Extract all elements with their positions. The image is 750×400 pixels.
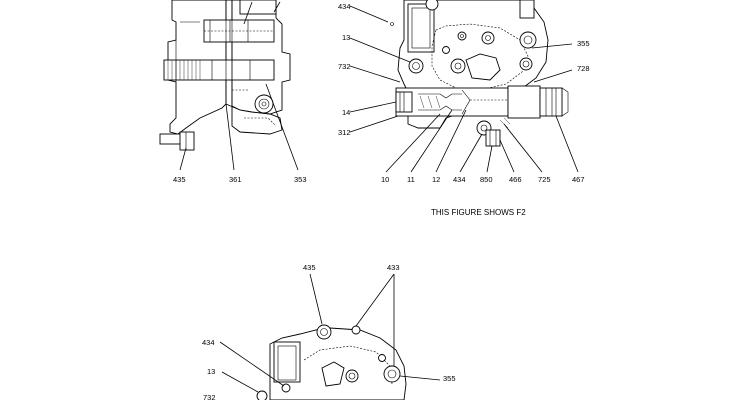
label-355: 355 [577,39,590,48]
label-10: 10 [381,175,389,184]
label-435-bottom: 435 [303,263,316,272]
label-353: 353 [294,175,307,184]
label-13-lower: 13 [207,367,215,376]
label-467: 467 [572,175,585,184]
label-434-top: 434 [338,2,351,11]
label-12: 12 [432,175,440,184]
label-11: 11 [407,175,415,184]
label-361: 361 [229,175,242,184]
label-312: 312 [338,128,351,137]
label-434-bottom: 434 [453,175,466,184]
label-13: 13 [342,33,350,42]
side-view-drawing [159,0,299,171]
label-725: 725 [538,175,551,184]
label-434-lower: 434 [202,338,215,347]
front-view-drawing [349,0,579,173]
figure-caption: THIS FIGURE SHOWS F2 [431,208,526,217]
label-14: 14 [342,108,350,117]
label-355-lower: 355 [443,374,456,383]
label-850: 850 [480,175,493,184]
label-728: 728 [577,64,590,73]
label-433: 433 [387,263,400,272]
bottom-view-drawing [219,273,441,400]
label-466: 466 [509,175,522,184]
label-732-lower: 732 [203,393,216,400]
label-732: 732 [338,62,351,71]
label-435-side: 435 [173,175,186,184]
